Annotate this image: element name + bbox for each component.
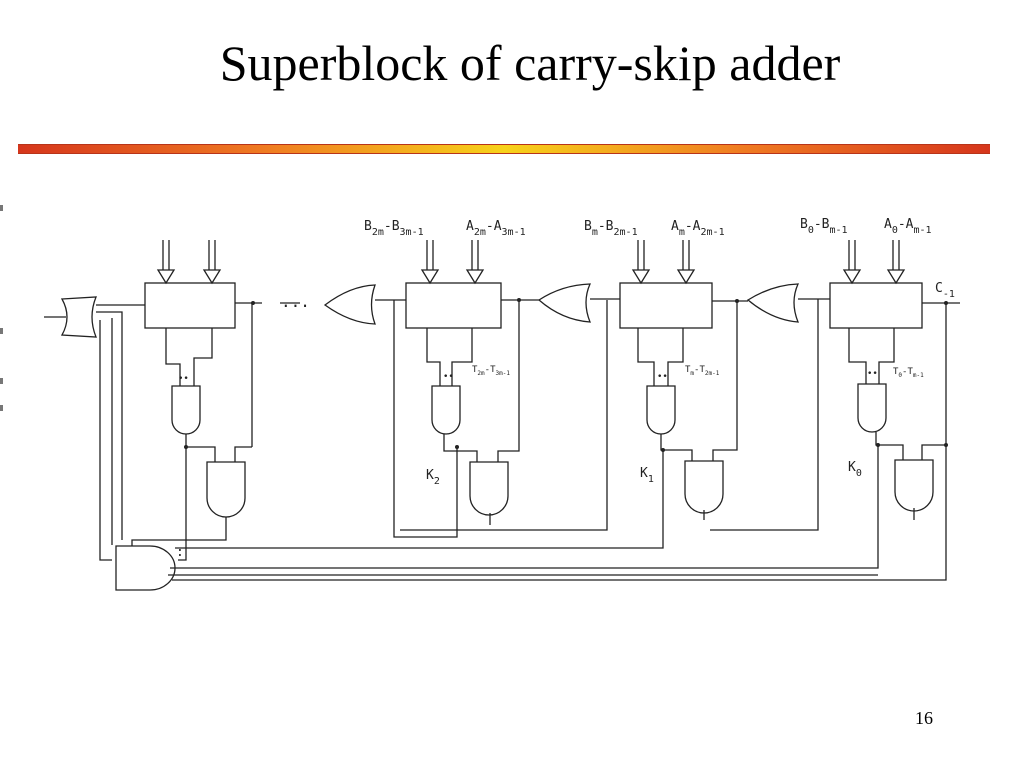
slide-title: Superblock of carry-skip adder [219,35,841,91]
vdots-big-and: : [176,545,184,560]
adder-block-1 [619,282,713,329]
label-a2m-a3m: A2m-A3m-1 [466,219,526,238]
junction-dots [184,298,948,452]
label-carry-in: C-1 [935,281,955,300]
input-arrows [156,240,906,285]
and-gate-superblock [115,545,176,591]
label-t2m-t3m: T2m-T3m-1 [472,365,510,377]
dots-block1: •• [657,372,668,382]
chain-ellipsis: ... [281,292,310,311]
label-am-a2m: Am-A2m-1 [671,219,725,238]
wires [44,298,960,581]
label-b0-bm: B0-Bm-1 [800,217,848,236]
or-gates [60,283,800,338]
dots-block3: •• [178,374,189,384]
dots-block0: •• [867,369,878,379]
title-divider [18,144,990,154]
or-gate-2 [323,284,376,325]
and-gates-skip [206,459,934,518]
label-k1: K1 [640,466,654,485]
edge-artifacts [0,200,6,430]
label-t0-tm: T0-Tm-1 [893,367,924,379]
label-bm-b2m: Bm-B2m-1 [584,219,638,238]
page-number: 16 [915,708,933,728]
or-gate-0 [746,283,800,323]
adder-block-2 [405,282,502,329]
and-gates-propagate [171,383,887,435]
adder-block-3 [144,282,236,329]
adder-block-0 [829,282,923,329]
or-gate-1 [537,283,592,323]
label-b2m-b3m: B2m-B3m-1 [364,219,424,238]
or-gate-out [60,296,97,338]
label-k0: K0 [848,460,862,479]
label-a0-am: A0-Am-1 [884,217,932,236]
dots-block2: •• [443,372,454,382]
label-tm-t2m: Tm-T2m-1 [685,365,720,377]
label-k2: K2 [426,468,440,487]
